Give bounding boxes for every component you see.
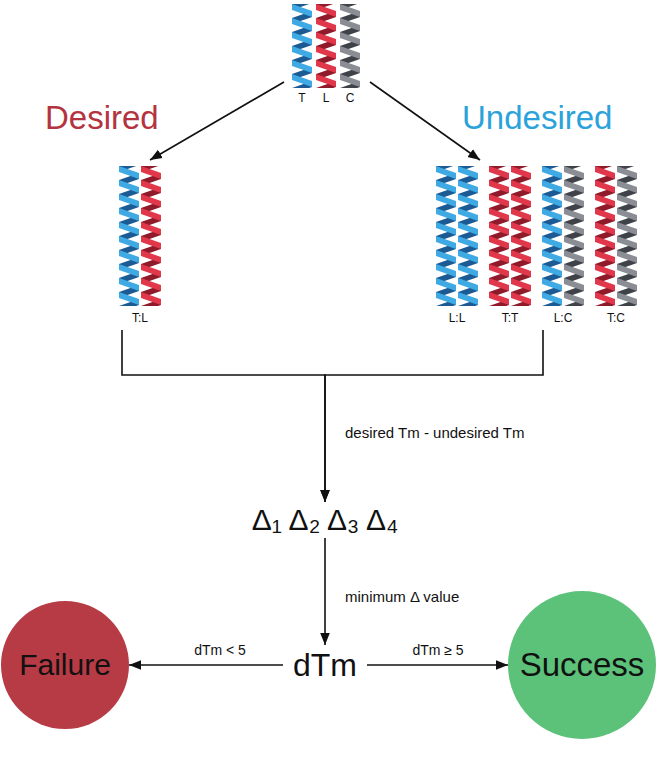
helix-label: T <box>292 91 312 105</box>
helix-label: L:L <box>437 311 477 325</box>
helix-label: T:C <box>596 311 636 325</box>
outcome-label: Success <box>508 645 656 685</box>
helix-trio-art <box>292 4 360 88</box>
undesired-pairs-art <box>436 166 637 306</box>
helix <box>617 166 637 306</box>
connector-arrow <box>129 664 283 666</box>
helix <box>119 166 139 306</box>
dtm-value: dTm <box>283 645 367 685</box>
helix <box>595 166 615 306</box>
helix <box>316 4 336 88</box>
helix-label: T:T <box>490 311 530 325</box>
connector-arrow <box>324 538 326 645</box>
connector-arrow <box>150 82 284 160</box>
group-heading: Undesired <box>462 98 645 138</box>
helix-label: L <box>316 91 336 105</box>
edge-label: desired Tm - undesired Tm <box>345 424 575 442</box>
helix <box>458 166 478 306</box>
circle-fill <box>508 591 656 739</box>
connector-arrow <box>325 330 543 502</box>
helix <box>542 166 562 306</box>
helix <box>436 166 456 306</box>
group-heading: Desired <box>45 98 190 138</box>
edge-label: dTm ≥ 5 <box>388 642 488 659</box>
helix-label: T:L <box>120 311 160 325</box>
undesired-group: UndesiredL:LT:TL:CT:C <box>430 160 645 330</box>
outcome-label: Failure <box>1 647 129 683</box>
helix <box>340 4 360 88</box>
delta-set: Δ₁ Δ₂ Δ₃ Δ₄ <box>250 502 400 538</box>
desired-pair-art <box>119 166 161 306</box>
connector-arrow <box>122 330 325 502</box>
helix-label: C <box>340 91 360 105</box>
edge-label: dTm < 5 <box>170 642 270 659</box>
delta-values: Δ₁ Δ₂ Δ₃ Δ₄ <box>250 502 400 538</box>
connector-arrow <box>367 664 508 666</box>
helix <box>141 166 161 306</box>
helix-label: L:C <box>543 311 583 325</box>
helix-trio: TLC <box>284 0 370 108</box>
helix <box>564 166 584 306</box>
helix <box>292 4 312 88</box>
helix <box>489 166 509 306</box>
edge-label: minimum Δ value <box>345 588 525 606</box>
circle-fill <box>1 601 129 729</box>
desired-group: DesiredT:L <box>40 160 190 330</box>
outcome-circle: Failure <box>1 601 129 729</box>
helix <box>511 166 531 306</box>
metric-name: dTm <box>283 646 367 684</box>
outcome-circle: Success <box>508 591 656 739</box>
